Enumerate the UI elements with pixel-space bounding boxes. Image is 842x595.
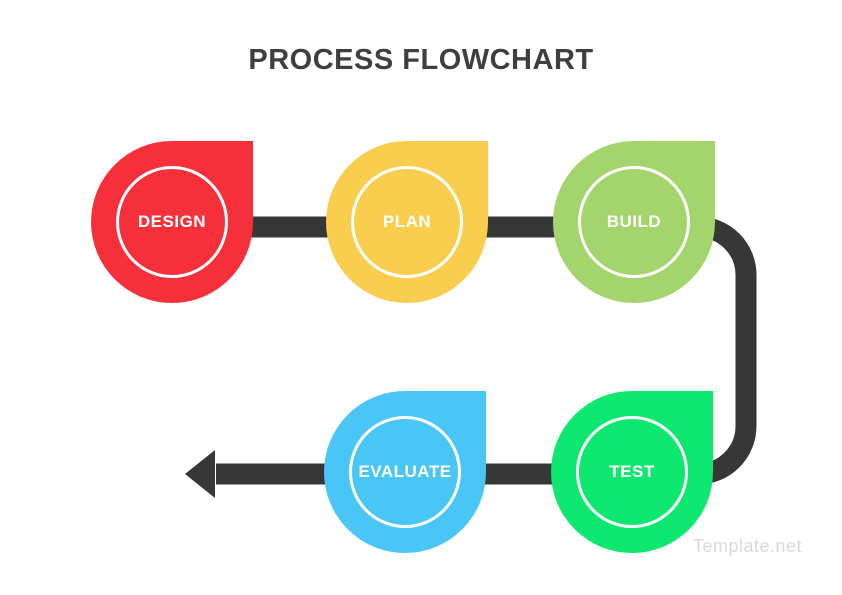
node-label-build: BUILD bbox=[606, 212, 662, 231]
node-ring: DESIGN bbox=[116, 166, 228, 278]
node-plan: PLAN bbox=[326, 141, 488, 303]
node-build: BUILD bbox=[553, 141, 715, 303]
node-ring: TEST bbox=[576, 416, 688, 528]
node-ring: BUILD bbox=[578, 166, 690, 278]
connector-path bbox=[170, 216, 757, 485]
watermark: Template.net bbox=[692, 536, 802, 556]
node-test: TEST bbox=[551, 391, 713, 553]
node-ring: EVALUATE bbox=[349, 416, 461, 528]
node-label-plan: PLAN bbox=[382, 212, 432, 231]
node-label-design: DESIGN bbox=[137, 212, 207, 231]
arrowhead-icon bbox=[185, 450, 215, 498]
node-label-evaluate: EVALUATE bbox=[358, 462, 452, 481]
node-design: DESIGN bbox=[91, 141, 253, 303]
node-label-test: TEST bbox=[609, 462, 655, 481]
node-evaluate: EVALUATE bbox=[324, 391, 486, 553]
node-ring: PLAN bbox=[351, 166, 463, 278]
page-title: PROCESS FLOWCHART bbox=[248, 44, 594, 76]
